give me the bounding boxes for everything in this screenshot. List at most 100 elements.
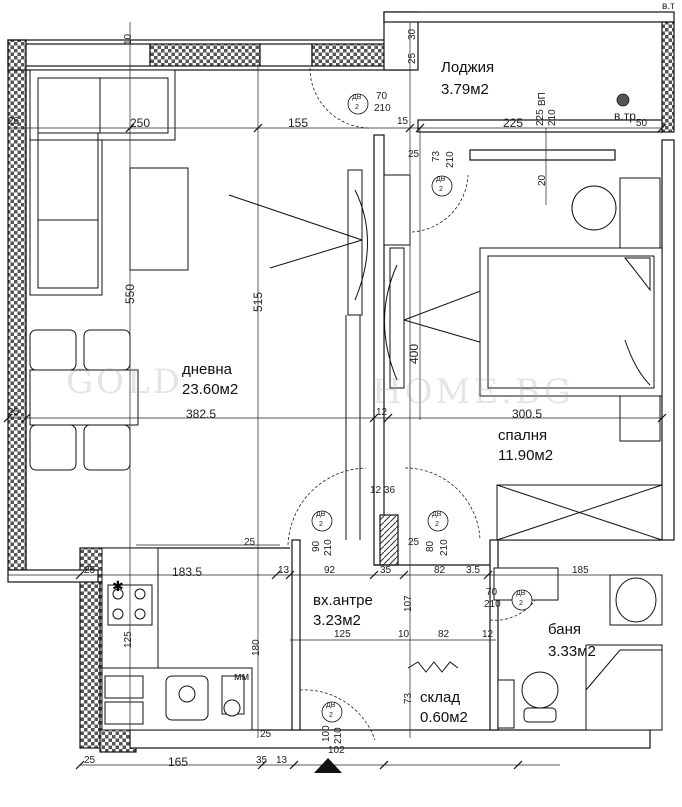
dim-125: 125 [334,629,351,640]
door-tag-2: ДВ [436,176,446,183]
watermark-left: GOLD [66,362,183,402]
dim-50: 50 [636,118,648,129]
door-1-w: 70 [376,91,388,102]
door-tag-4-num: 2 [435,521,439,528]
dim-35c: 35 [256,755,268,766]
dim-1236: 12 36 [370,485,396,496]
door-7-h: 210 [547,109,558,126]
dim-25-g: 25 [84,755,96,766]
dim-82a: 82 [434,565,446,576]
dim-13a: 13 [278,565,290,576]
loggia-wall [661,21,675,133]
sliding-doors [228,169,537,540]
dimension-lines [8,22,662,766]
dim-30: 30 [407,28,418,40]
door-tag-1: ДВ [352,94,362,101]
top-right-label: в.т [662,1,675,12]
mm-label: мм [234,671,250,683]
dim-20: 20 [537,174,548,186]
dim-225: 225 [503,116,524,130]
room-area-bath: 3.33м2 [548,643,596,660]
room-name-bedroom: спалня [498,427,548,444]
dim-12a: 12 [376,407,388,418]
dim-102: 102 [328,745,345,756]
dim-155: 155 [288,116,309,130]
dim-382: 382.5 [186,407,217,421]
dim-25-top-b: 25 [408,149,420,160]
dim-1835: 183.5 [172,565,203,579]
room-area-loggia: 3.79м2 [441,81,489,98]
door-3-h: 210 [323,539,334,556]
door-tag-6-num: 2 [329,712,333,719]
door-6-w: 100 [321,725,332,742]
dimension-ticks [3,123,667,770]
room-name-bath: баня [548,621,581,638]
vp-label: ВП [537,92,548,106]
room-name-entrance: вх.антре [313,592,373,609]
room-area-living: 23.60м2 [182,381,239,398]
dim-400: 400 [407,343,421,364]
dim-82b: 82 [438,629,450,640]
door-4-w: 80 [425,540,436,552]
door-tag-4: ДВ [432,511,442,518]
vent-label: в.тр [614,109,636,123]
dim-185: 185 [572,565,589,576]
room-area-entrance: 3.23м2 [313,612,361,629]
door-1-h: 210 [374,103,391,114]
dim-15a: 15 [397,116,409,127]
dim-515: 515 [251,291,265,312]
door-6-h: 210 [333,727,344,744]
entry-arrow [314,758,342,773]
door-4-h: 210 [439,539,450,556]
dim-13b: 13 [276,755,288,766]
door-7-w: 225 [535,109,546,126]
dim-35b: 3.5 [466,565,480,576]
dim-180: 180 [251,639,262,656]
room-name-loggia: Лоджия [441,59,495,76]
door-tag-3-num: 2 [319,521,323,528]
dim-10: 10 [398,629,410,640]
room-area-bedroom: 11.90м2 [498,447,554,464]
door-5-h: 210 [484,599,501,610]
chair-round [571,185,617,231]
dim-107: 107 [403,595,414,612]
door-tag-5-num: 2 [519,600,523,607]
door-tag-5: ДВ [516,590,526,597]
dim-25-h: 25 [260,729,272,740]
dim-10-top: 10 [123,33,134,45]
dim-250: 250 [130,116,151,130]
door-tags [311,93,630,723]
dim-12b: 12 [482,629,494,640]
dim-25-a: 25 [8,116,20,127]
dim-25-c: 25 [244,537,256,548]
room-area-storage: 0.60м2 [420,709,468,726]
dim-25-b: 25 [8,407,20,418]
storage-symbol [407,661,459,673]
bathroom-fixtures [493,567,663,731]
dim-25-top: 25 [407,52,418,64]
bed [479,177,663,442]
door-tag-3: ДВ [316,511,326,518]
dim-125-v: 125 [123,631,134,648]
svg-text:✱: ✱ [112,578,124,594]
coffee-table [129,167,189,271]
door-tag-2-num: 2 [439,186,443,193]
door-5-w: 70 [486,587,498,598]
dim-73: 73 [403,692,414,704]
door-3-w: 90 [311,540,322,552]
dim-25-f: 25 [84,565,96,576]
door-2-w: 73 [431,150,442,162]
dim-300: 300.5 [512,407,543,421]
dim-92: 92 [324,565,336,576]
north-wall-a [149,43,261,67]
door-tag-6: ДВ [326,702,336,709]
door-2-h: 210 [445,151,456,168]
room-name-living: дневна [182,361,232,378]
room-name-storage: склад [420,689,461,706]
door-tag-1-num: 2 [355,104,359,111]
dim-35a: 35 [380,565,392,576]
dim-550: 550 [123,283,137,304]
dim-25-e: 25 [408,537,420,548]
